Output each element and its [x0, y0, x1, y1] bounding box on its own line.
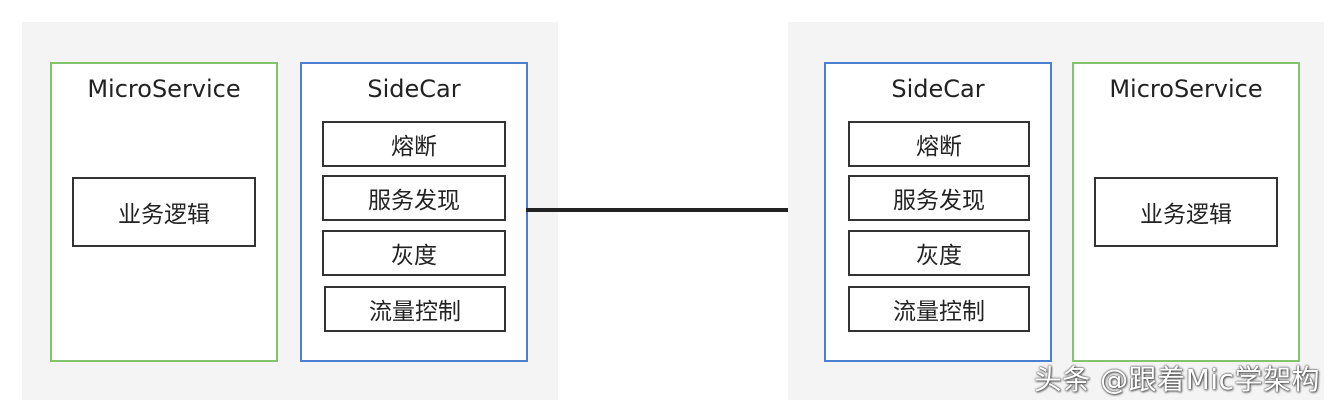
left-microservice-title: MicroService — [87, 75, 241, 103]
sidecar-connector-line — [526, 208, 826, 212]
left-panel: MicroService 业务逻辑 SideCar 熔断 服务发现 灰度 流量控… — [22, 22, 558, 400]
right-panel: SideCar 熔断 服务发现 灰度 流量控制 MicroService 业务逻… — [788, 22, 1324, 400]
right-microservice-title: MicroService — [1109, 75, 1263, 103]
right-business-logic-box: 业务逻辑 — [1094, 177, 1278, 247]
right-sidecar-item-traffic-control: 流量控制 — [848, 286, 1030, 332]
right-sidecar-item-service-discovery: 服务发现 — [848, 175, 1030, 221]
left-sidecar-item-circuit-breaker: 熔断 — [322, 121, 506, 167]
watermark-text: 头条 @跟着Mic学架构 — [1033, 363, 1320, 396]
right-sidecar-item-circuit-breaker: 熔断 — [848, 121, 1030, 167]
left-sidecar-title: SideCar — [367, 75, 461, 103]
right-sidecar-box: SideCar 熔断 服务发现 灰度 流量控制 — [824, 62, 1052, 362]
left-business-logic-box: 业务逻辑 — [72, 177, 256, 247]
left-microservice-box: MicroService 业务逻辑 — [50, 62, 278, 362]
left-sidecar-item-gray-release: 灰度 — [322, 230, 506, 276]
left-sidecar-item-traffic-control: 流量控制 — [324, 286, 506, 332]
left-sidecar-item-service-discovery: 服务发现 — [322, 175, 506, 221]
left-sidecar-box: SideCar 熔断 服务发现 灰度 流量控制 — [300, 62, 528, 362]
right-sidecar-item-gray-release: 灰度 — [848, 230, 1030, 276]
right-microservice-box: MicroService 业务逻辑 — [1072, 62, 1300, 362]
right-sidecar-title: SideCar — [891, 75, 985, 103]
